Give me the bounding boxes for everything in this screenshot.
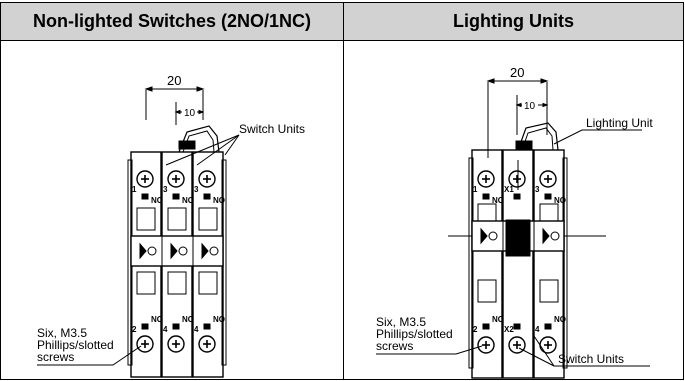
terminal-label: 1: [473, 185, 478, 194]
label-lighting-unit: Lighting Unit: [586, 116, 653, 130]
terminal-label: 4: [163, 325, 168, 334]
dim-20-label: 20: [510, 65, 524, 80]
screws-label-line1: Six, M3.5: [37, 326, 87, 340]
terminal-type-label: NC: [492, 315, 504, 324]
terminal-label: 3: [535, 185, 540, 194]
terminal-type-label: NO: [554, 315, 566, 324]
lighting-unit-drawing: 20 10 Lighting Unit 1 X1 3 2 X2 4 NC NO …: [376, 65, 653, 379]
terminal-label: X1: [504, 185, 514, 194]
screws-label-line3: screws: [37, 350, 74, 364]
screws-label-line2: Phillips/slotted: [37, 338, 114, 352]
terminal-label: 2: [473, 325, 478, 334]
screws-label-line3: screws: [376, 339, 413, 353]
dim-10-label: 10: [524, 101, 536, 112]
header-lighting-units: Lighting Units: [343, 2, 684, 41]
screws-label-line1: Six, M3.5: [376, 315, 426, 329]
terminal-label: 3: [194, 185, 199, 194]
panel-lighting-units: 20 10 Lighting Unit 1 X1 3 2 X2 4 NC NO …: [343, 40, 684, 380]
terminal-label: 2: [132, 325, 137, 334]
terminal-label: 4: [194, 325, 199, 334]
terminal-label: 3: [163, 185, 168, 194]
non-lighted-switch-drawing: 20 10 Switch Units 1 3 3 2 4 4 NC NO NO …: [37, 73, 305, 378]
terminal-label: 4: [535, 325, 540, 334]
header-non-lighted-switches: Non-lighted Switches (2NO/1NC): [0, 2, 344, 41]
terminal-type-label: NO: [213, 196, 225, 205]
dim-20-label: 20: [167, 73, 181, 88]
terminal-type-label: NO: [182, 196, 194, 205]
terminal-type-label: NC: [151, 196, 163, 205]
terminal-type-label: NO: [213, 315, 225, 324]
label-switch-units: Switch Units: [239, 122, 305, 136]
terminal-label: X2: [504, 325, 514, 334]
label-switch-units: Switch Units: [558, 352, 624, 366]
terminal-type-label: NO: [554, 196, 566, 205]
dim-10-label: 10: [184, 108, 196, 119]
screws-label-line2: Phillips/slotted: [376, 327, 453, 341]
terminal-label: 1: [132, 185, 137, 194]
panel-non-lighted: 20 10 Switch Units 1 3 3 2 4 4 NC NO NO …: [0, 40, 344, 380]
terminal-type-label: NC: [492, 196, 504, 205]
terminal-type-label: NO: [182, 315, 194, 324]
terminal-type-label: NC: [151, 315, 163, 324]
